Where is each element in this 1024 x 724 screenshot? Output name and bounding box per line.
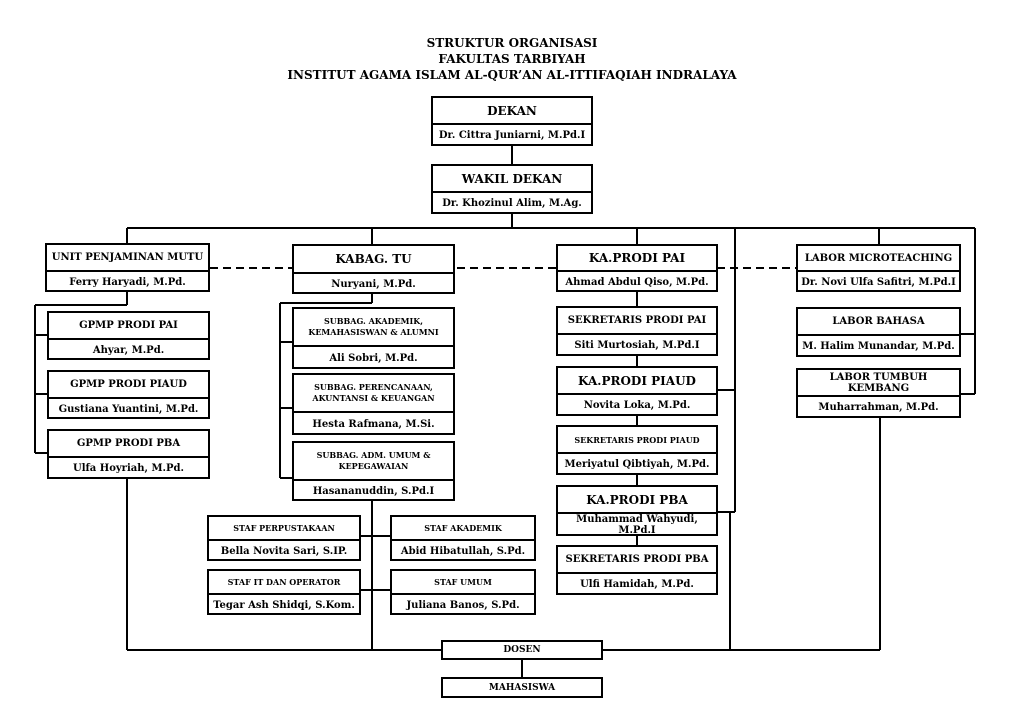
subbag-adm-title: SUBBAG. ADM. UMUM & KEPEGAWAIAN: [316, 450, 431, 471]
sek-pba-title: SEKRETARIS PRODI PBA: [565, 554, 709, 565]
kaprodi-piaud-name: Novita Loka, M.Pd.: [558, 393, 716, 416]
labor-bahasa-box: LABOR BAHASA M. Halim Munandar, M.Pd.: [796, 307, 961, 357]
sek-pai-name: Siti Murtosiah, M.Pd.I: [558, 333, 716, 356]
labor-microteaching-box: LABOR MICROTEACHING Dr. Novi Ulfa Safitr…: [796, 244, 961, 292]
chart-title-line-1: STRUKTUR ORGANISASI: [426, 36, 598, 50]
dosen-box: DOSEN: [441, 640, 603, 660]
kaprodi-pba-box: KA.PRODI PBA Muhammad Wahyudi, M.Pd.I: [556, 485, 718, 536]
staf-perpustakaan-title: STAF PERPUSTAKAAN: [233, 523, 335, 533]
chart-title-line-3: INSTITUT AGAMA ISLAM AL-QUR’AN AL-ITTIFA…: [287, 68, 737, 82]
sekretaris-prodi-pai-box: SEKRETARIS PRODI PAI Siti Murtosiah, M.P…: [556, 306, 718, 356]
kaprodi-pai-name: Ahmad Abdul Qiso, M.Pd.: [558, 270, 716, 292]
labor-tumbuh-name: Muharrahman, M.Pd.: [798, 395, 959, 418]
staf-umum-box: STAF UMUM Juliana Banos, S.Pd.: [390, 569, 536, 615]
kabag-tu-box: KABAG. TU Nuryani, M.Pd.: [292, 244, 455, 294]
labor-micro-title: LABOR MICROTEACHING: [804, 252, 953, 264]
gpmp-prodi-piaud-box: GPMP PRODI PIAUD Gustiana Yuantini, M.Pd…: [47, 370, 210, 419]
staf-it-box: STAF IT DAN OPERATOR Tegar Ash Shidqi, S…: [207, 569, 361, 615]
subbag-akademik-box: SUBBAG. AKADEMIK, KEMAHASISWAN & ALUMNI …: [292, 307, 455, 369]
upm-title: UNIT PENJAMINAN MUTU: [51, 252, 204, 263]
subbag-adm-name: Hasananuddin, S.Pd.I: [294, 479, 453, 501]
mahasiswa-box: MAHASISWA: [441, 677, 603, 698]
staf-perpustakaan-box: STAF PERPUSTAKAAN Bella Novita Sari, S.I…: [207, 515, 361, 561]
labor-tumbuh-kembang-box: LABOR TUMBUH KEMBANG Muharrahman, M.Pd.: [796, 368, 961, 418]
kaprodi-pai-box: KA.PRODI PAI Ahmad Abdul Qiso, M.Pd.: [556, 244, 718, 292]
gpmp-piaud-name: Gustiana Yuantini, M.Pd.: [49, 397, 208, 419]
subbag-perencanaan-box: SUBBAG. PERENCANAAN, AKUNTANSI & KEUANGA…: [292, 373, 455, 435]
wakil-dekan-box: WAKIL DEKAN Dr. Khozinul Alim, M.Ag.: [431, 164, 593, 214]
staf-akademik-box: STAF AKADEMIK Abid Hibatullah, S.Pd.: [390, 515, 536, 561]
kaprodi-pba-title: KA.PRODI PBA: [586, 492, 688, 507]
sekretaris-prodi-piaud-box: SEKRETARIS PRODI PIAUD Meriyatul Qibtiya…: [556, 425, 718, 475]
sek-piaud-name: Meriyatul Qibtiyah, M.Pd.: [558, 452, 716, 475]
kaprodi-pba-name: Muhammad Wahyudi, M.Pd.I: [558, 512, 716, 536]
wakil-dekan-name: Dr. Khozinul Alim, M.Ag.: [433, 191, 591, 214]
dekan-name: Dr. Cittra Juniarni, M.Pd.I: [433, 123, 591, 146]
gpmp-pai-title: GPMP PRODI PAI: [79, 320, 178, 331]
labor-bahasa-title: LABOR BAHASA: [832, 316, 925, 327]
labor-micro-name: Dr. Novi Ulfa Safitri, M.Pd.I: [798, 270, 959, 292]
unit-penjaminan-mutu-box: UNIT PENJAMINAN MUTU Ferry Haryadi, M.Pd…: [45, 243, 210, 292]
dekan-title: DEKAN: [487, 103, 537, 118]
chart-title-line-2: FAKULTAS TARBIYAH: [438, 52, 586, 66]
labor-bahasa-name: M. Halim Munandar, M.Pd.: [798, 334, 959, 357]
upm-name: Ferry Haryadi, M.Pd.: [47, 270, 208, 292]
dekan-box: DEKAN Dr. Cittra Juniarni, M.Pd.I: [431, 96, 593, 146]
gpmp-piaud-title: GPMP PRODI PIAUD: [70, 379, 187, 390]
subbag-adm-box: SUBBAG. ADM. UMUM & KEPEGAWAIAN Hasananu…: [292, 441, 455, 501]
staf-umum-title: STAF UMUM: [434, 577, 492, 587]
kaprodi-piaud-title: KA.PRODI PIAUD: [578, 373, 696, 388]
gpmp-pai-name: Ahyar, M.Pd.: [49, 338, 208, 360]
kabag-tu-title: KABAG. TU: [335, 252, 412, 266]
wakil-dekan-title: WAKIL DEKAN: [461, 171, 563, 186]
staf-it-title: STAF IT DAN OPERATOR: [227, 577, 341, 587]
sek-piaud-title: SEKRETARIS PRODI PIAUD: [574, 434, 700, 445]
subbag-akademik-name: Ali Sobri, M.Pd.: [294, 345, 453, 369]
subbag-perencanaan-title: SUBBAG. PERENCANAAN, AKUNTANSI & KEUANGA…: [312, 382, 435, 403]
staf-akademik-title: STAF AKADEMIK: [424, 523, 502, 533]
kaprodi-piaud-box: KA.PRODI PIAUD Novita Loka, M.Pd.: [556, 366, 718, 416]
kaprodi-pai-title: KA.PRODI PAI: [588, 251, 686, 265]
staf-akademik-name: Abid Hibatullah, S.Pd.: [392, 539, 534, 561]
gpmp-prodi-pba-box: GPMP PRODI PBA Ulfa Hoyriah, M.Pd.: [47, 429, 210, 479]
kabag-tu-name: Nuryani, M.Pd.: [294, 272, 453, 294]
labor-tumbuh-title: LABOR TUMBUH KEMBANG: [829, 371, 928, 394]
staf-it-name: Tegar Ash Shidqi, S.Kom.: [209, 593, 359, 615]
staf-perpustakaan-name: Bella Novita Sari, S.IP.: [209, 539, 359, 561]
gpmp-prodi-pai-box: GPMP PRODI PAI Ahyar, M.Pd.: [47, 311, 210, 360]
staf-umum-name: Juliana Banos, S.Pd.: [392, 593, 534, 615]
sek-pba-name: Ulfi Hamidah, M.Pd.: [558, 572, 716, 595]
sekretaris-prodi-pba-box: SEKRETARIS PRODI PBA Ulfi Hamidah, M.Pd.: [556, 545, 718, 595]
subbag-akademik-title: SUBBAG. AKADEMIK, KEMAHASISWAN & ALUMNI: [308, 316, 439, 337]
gpmp-pba-name: Ulfa Hoyriah, M.Pd.: [49, 456, 208, 479]
sek-pai-title: SEKRETARIS PRODI PAI: [567, 315, 707, 326]
gpmp-pba-title: GPMP PRODI PBA: [76, 438, 181, 449]
subbag-perencanaan-name: Hesta Rafmana, M.Si.: [294, 411, 453, 435]
